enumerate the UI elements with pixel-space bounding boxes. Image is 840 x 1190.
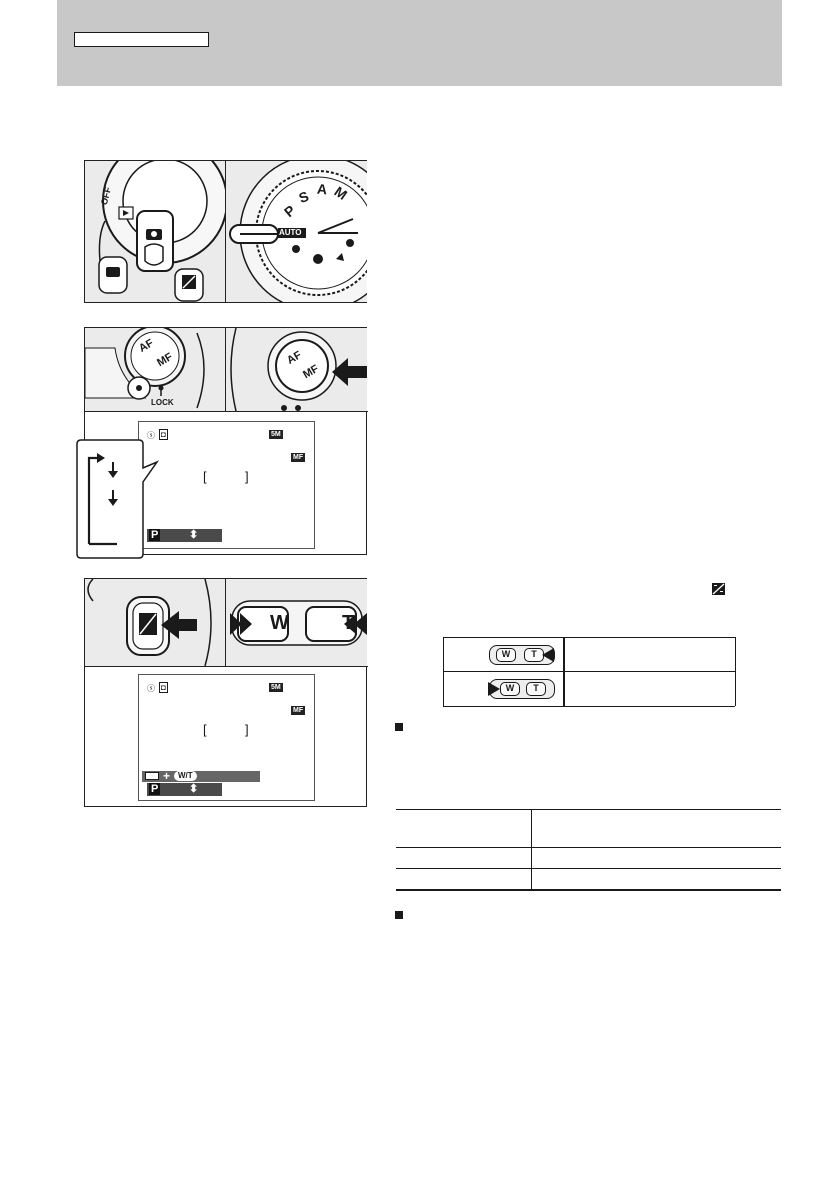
flash-icon: ⓢ — [147, 684, 155, 693]
mini-t-button: T — [526, 682, 546, 696]
updown-icon: ⬍ — [189, 783, 199, 795]
updown-icon: ⬍ — [189, 529, 199, 541]
zoom-table-row-1-icon: W T — [489, 645, 555, 665]
mini-w-button: W — [496, 648, 516, 662]
mode-dial-illustration — [226, 161, 367, 302]
manual-focus-badge: MF — [291, 453, 306, 462]
dial-mode-a: A — [316, 180, 328, 198]
mini-w-button: W — [500, 682, 520, 696]
wt-hint-label: W/T — [174, 771, 197, 781]
af-frame-left: [ — [203, 722, 207, 737]
wt-hint-bar: + W/T — [142, 769, 260, 783]
header-label-box — [74, 32, 209, 47]
exposure-icon — [145, 772, 159, 780]
mode-letter: P — [149, 529, 161, 541]
figure-1: OFF P S A M AUTO — [84, 160, 367, 303]
lock-label: LOCK — [151, 398, 174, 407]
afmf-button-illustration — [226, 328, 367, 411]
figure-3: W T ⓢ ◘ 5M MF [ ] + W/T P ⬍ — [84, 578, 368, 807]
figure-2: LOCK AF MF AF MF ⓢ ◘ 5M MF [ ] P ⬍ — [76, 327, 368, 559]
power-switch-illustration — [85, 161, 225, 302]
section-bullet-2 — [395, 911, 403, 919]
af-frame-left: [ — [203, 469, 207, 484]
lcd-screen-2: ⓢ ◘ 5M MF [ ] + W/T P ⬍ — [138, 674, 315, 801]
zoom-table-row-2-icon: W T — [488, 679, 555, 699]
manual-focus-badge: MF — [291, 706, 306, 715]
image-size-badge: 5M — [269, 683, 283, 692]
mode-letter: P — [149, 783, 161, 795]
zoom-buttons-illustration — [226, 579, 367, 666]
section-bullet-1 — [395, 723, 403, 731]
image-size-badge: 5M — [269, 430, 283, 439]
mode-bar: P ⬍ — [147, 529, 222, 542]
af-frame-right: ] — [245, 722, 249, 737]
macro-icon: ◘ — [159, 682, 168, 693]
afmf-lock-illustration — [85, 328, 225, 411]
macro-icon: ◘ — [159, 429, 168, 440]
af-frame-right: ] — [245, 469, 249, 484]
plus-sign: + — [163, 769, 171, 783]
exposure-compensation-icon — [712, 583, 725, 595]
mode-bar: P ⬍ — [147, 783, 222, 796]
dial-auto-label: AUTO — [279, 228, 302, 237]
zoom-tele-button: T — [342, 612, 355, 634]
flash-icon: ⓢ — [147, 431, 155, 440]
zoom-wide-button: W — [270, 612, 289, 634]
lcd-screen-1: ⓢ ◘ 5M MF [ ] P ⬍ — [138, 421, 315, 549]
exposure-button-illustration — [85, 579, 225, 666]
focus-steps-callout — [76, 439, 160, 559]
